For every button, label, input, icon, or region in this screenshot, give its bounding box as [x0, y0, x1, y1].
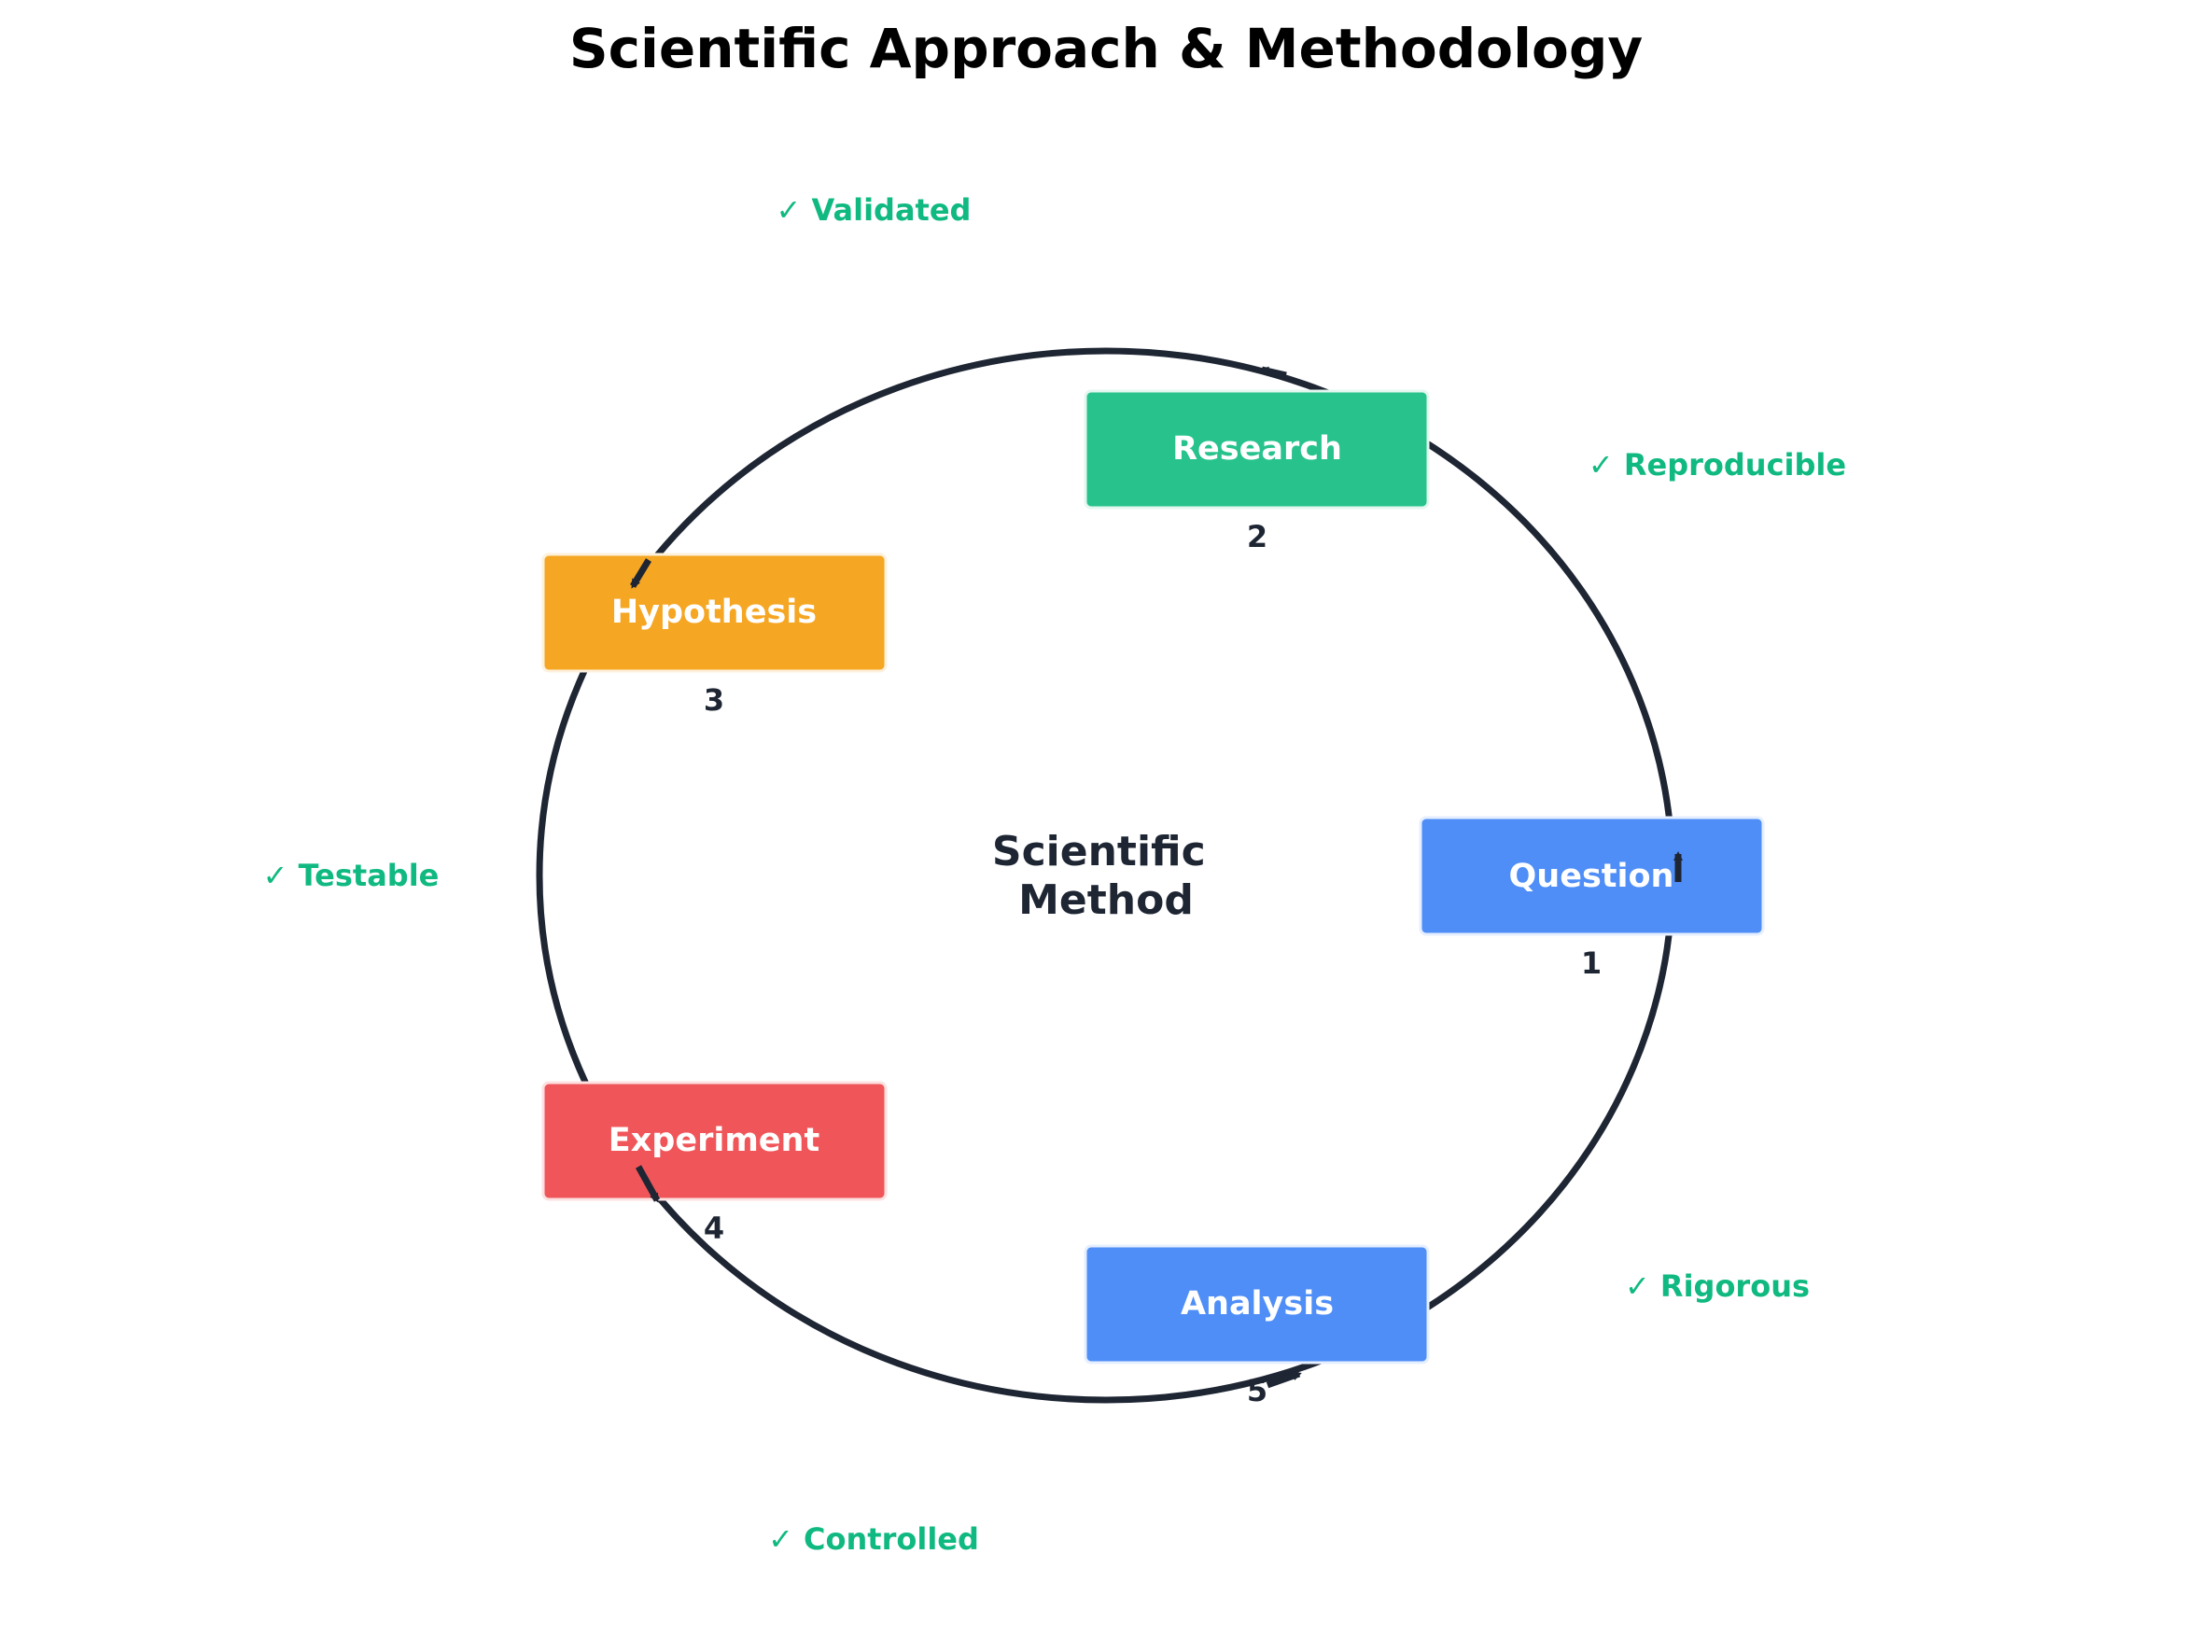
step-box-analysis — [1084, 1244, 1430, 1365]
step-number-experiment: 4 — [704, 1211, 724, 1246]
step-box-question — [1419, 816, 1765, 936]
step-number-hypothesis: 3 — [704, 682, 724, 718]
step-number-analysis: 5 — [1247, 1373, 1267, 1408]
quality-reproducible: ✓ Reproducible — [1589, 447, 1846, 483]
step-box-hypothesis — [541, 553, 888, 673]
step-analysis: Analysis 5 — [1084, 1244, 1430, 1408]
step-label-hypothesis: Hypothesis — [611, 594, 817, 631]
step-number-question: 1 — [1581, 945, 1602, 981]
arrow-analysis-to-question — [1266, 1370, 1302, 1389]
quality-annotations: ✓ Validated ✓ Reproducible ✓ Testable ✓ … — [263, 192, 1846, 1557]
quality-rigorous: ✓ Rigorous — [1625, 1268, 1810, 1304]
cycle-arrows — [630, 366, 1683, 1389]
arrow-hypothesis-to-experiment — [630, 558, 651, 589]
step-number-research: 2 — [1247, 519, 1267, 554]
arrow-research-to-hypothesis — [1259, 366, 1287, 379]
center-label-line-1: Scientific — [992, 828, 1206, 875]
step-box-experiment — [541, 1081, 888, 1201]
quality-validated: ✓ Validated — [777, 192, 972, 228]
center-label: Scientific Method — [992, 828, 1220, 924]
step-hypothesis: Hypothesis 3 — [541, 553, 888, 718]
step-label-experiment: Experiment — [609, 1122, 819, 1159]
step-label-analysis: Analysis — [1181, 1285, 1334, 1323]
arrow-experiment-to-analysis — [635, 1165, 661, 1203]
step-question: Question 1 — [1419, 816, 1765, 981]
diagram-title: Scientific Approach & Methodology — [569, 17, 1643, 80]
step-label-research: Research — [1172, 430, 1342, 468]
step-label-question: Question — [1509, 858, 1674, 895]
step-box-research — [1084, 389, 1430, 510]
step-experiment: Experiment 4 — [541, 1081, 888, 1246]
center-label-line-2: Method — [1018, 876, 1194, 924]
quality-testable: ✓ Testable — [263, 858, 440, 893]
quality-controlled: ✓ Controlled — [768, 1521, 979, 1557]
step-research: Research 2 — [1084, 389, 1430, 554]
